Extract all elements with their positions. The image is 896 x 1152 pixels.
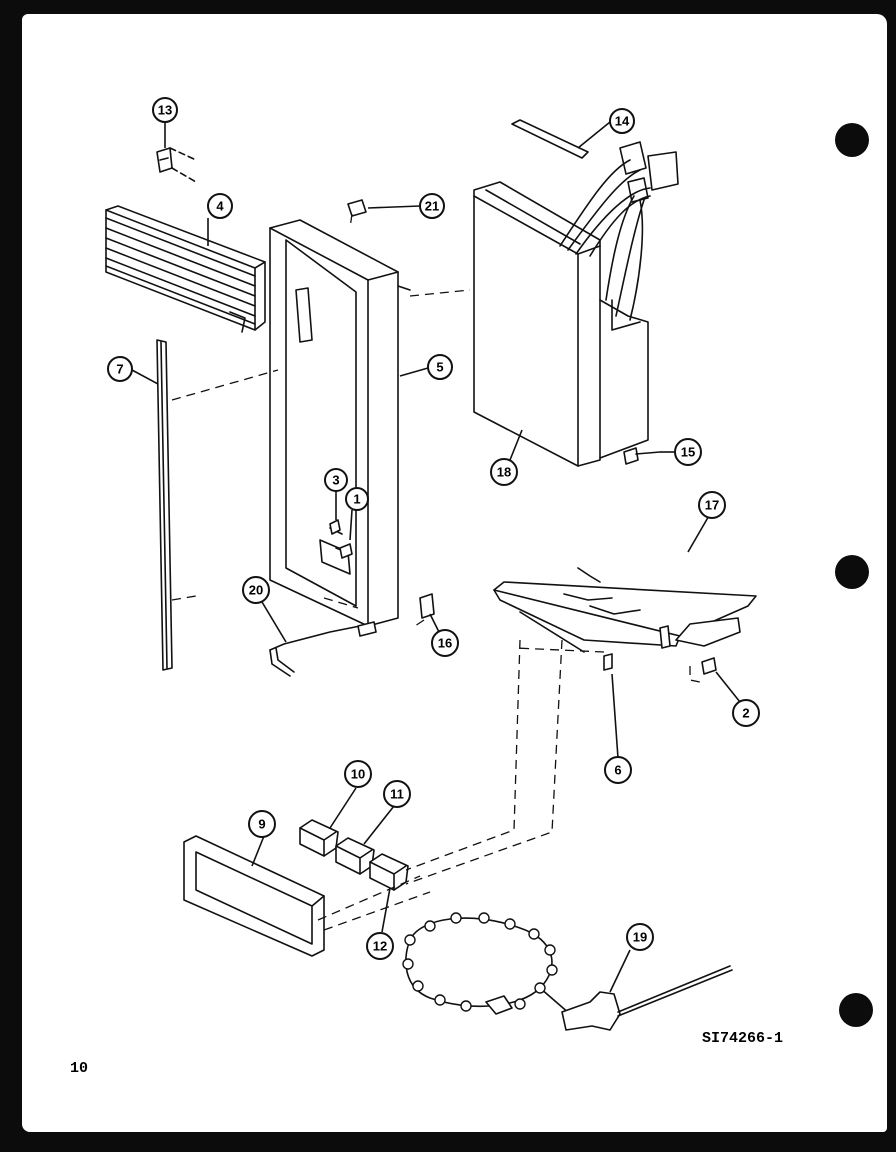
part-20-hinge-rod [269, 621, 377, 677]
callout-2-label: 2 [742, 706, 749, 721]
part-2-screw [701, 657, 717, 675]
callout-12: 12 [366, 932, 394, 960]
part-13-clip [156, 147, 197, 183]
part-11-button [335, 837, 375, 875]
callout-6: 6 [604, 756, 632, 784]
alignment-lines [171, 213, 701, 931]
callout-1-label: 1 [353, 492, 360, 507]
part-15-screw [623, 447, 661, 465]
callout-5-label: 5 [436, 360, 443, 375]
part-18-control-box [473, 159, 651, 467]
callout-11-label: 11 [390, 787, 404, 802]
callout-18: 18 [490, 458, 518, 486]
callout-14: 14 [609, 108, 635, 134]
callout-1: 1 [345, 487, 369, 511]
callout-10: 10 [344, 760, 372, 788]
part-12-button [369, 853, 409, 891]
callout-17-label: 17 [705, 498, 719, 513]
part-9-bezel [183, 835, 325, 957]
callout-10-label: 10 [351, 767, 365, 782]
callout-4: 4 [207, 193, 233, 219]
part-6-post [603, 653, 613, 671]
callout-12-label: 12 [373, 939, 387, 954]
part-16-bracket [419, 593, 435, 619]
callout-2: 2 [732, 699, 760, 727]
part-1-clip [339, 543, 353, 559]
part-4-louver-grille [105, 205, 266, 333]
callout-6-label: 6 [614, 763, 621, 778]
callout-18-label: 18 [497, 465, 511, 480]
part-14-terminal-bar [511, 119, 679, 203]
bead-chain [402, 912, 558, 1012]
part-7-side-strip [156, 339, 173, 671]
callout-15-label: 15 [681, 445, 695, 460]
binder-hole-bottom [839, 993, 873, 1027]
callout-14-label: 14 [615, 114, 630, 129]
callout-16: 16 [431, 629, 459, 657]
part-5-door-frame [269, 219, 411, 627]
callout-20: 20 [242, 576, 270, 604]
callout-15: 15 [674, 438, 702, 466]
callout-20-label: 20 [249, 583, 263, 598]
callout-3: 3 [324, 468, 348, 492]
part-19-thermostat-sensor [405, 917, 733, 1031]
callout-4-label: 4 [216, 199, 224, 214]
binder-hole-middle [835, 555, 869, 589]
part-21-plug [347, 199, 367, 217]
callout-7-label: 7 [116, 362, 123, 377]
part-3-clip [329, 519, 341, 535]
page-number: 10 [70, 1060, 89, 1077]
callout-5: 5 [427, 354, 453, 380]
callout-9-label: 9 [258, 817, 265, 832]
callout-11: 11 [383, 780, 411, 808]
drawing-id: SI74266-1 [702, 1030, 784, 1047]
callout-17: 17 [698, 491, 726, 519]
callout-3-label: 3 [332, 473, 339, 488]
binder-holes [835, 123, 873, 1027]
part-17-mounting-plate [493, 567, 757, 653]
callout-21: 21 [419, 193, 445, 219]
callout-9: 9 [248, 810, 276, 838]
callout-16-label: 16 [438, 636, 452, 651]
binder-hole-top [835, 123, 869, 157]
callout-19: 19 [626, 923, 654, 951]
leader-lines [131, 121, 741, 993]
callout-7: 7 [107, 356, 133, 382]
callout-19-label: 19 [633, 930, 647, 945]
callout-13-label: 13 [158, 103, 172, 118]
callout-13: 13 [152, 97, 178, 123]
callout-21-label: 21 [425, 199, 439, 214]
